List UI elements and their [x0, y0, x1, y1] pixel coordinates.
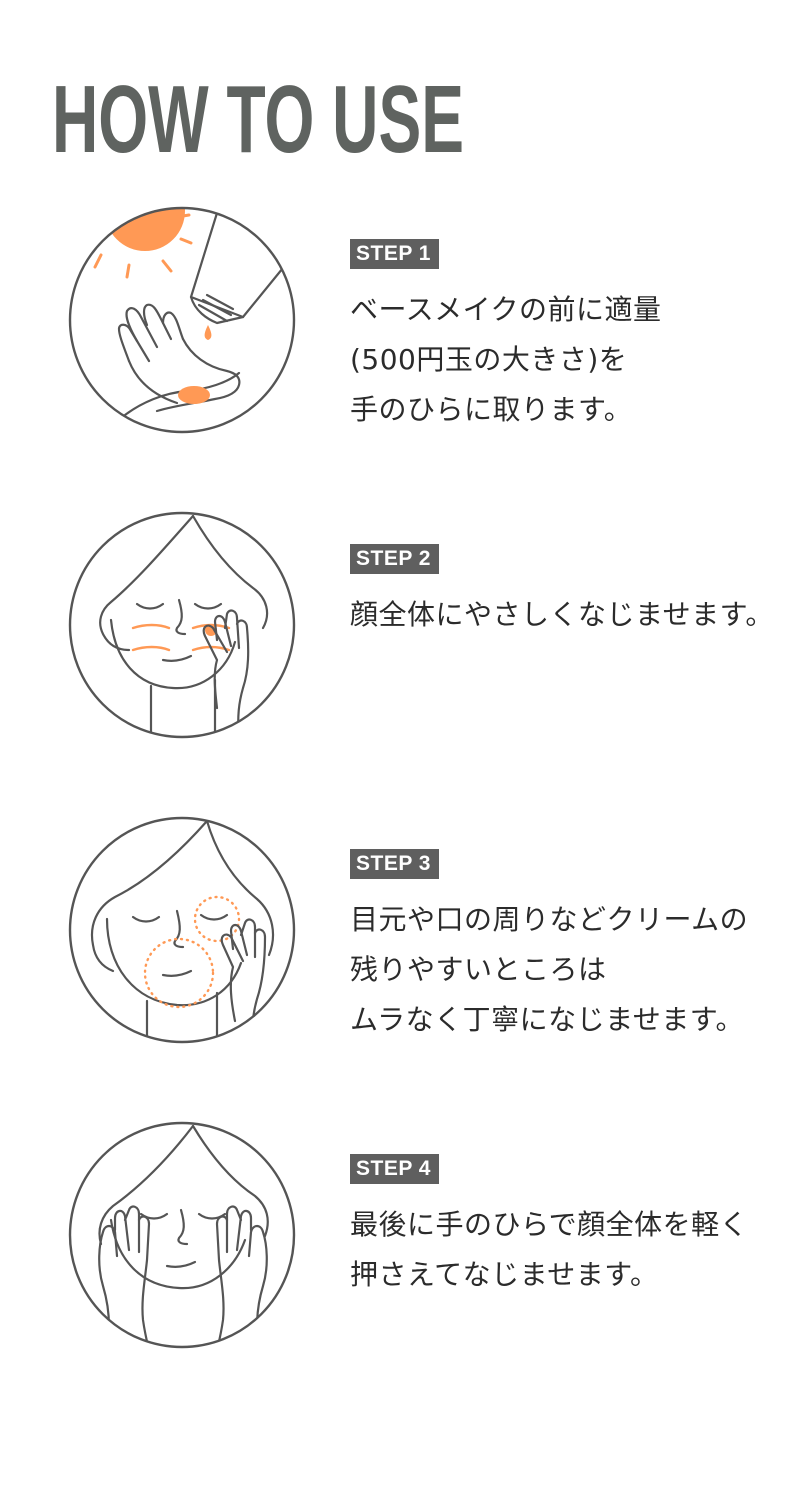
- step-label: STEP 4: [350, 1154, 439, 1184]
- step-label: STEP 2: [350, 544, 439, 574]
- face-eye-mouth-area-icon: [68, 816, 296, 1044]
- step-1: STEP 1 ベースメイクの前に適量 (500円玉の大きさ)を 手のひらに取りま…: [0, 205, 800, 445]
- svg-text:HOW TO USE: HOW TO USE: [52, 66, 464, 168]
- face-press-palms-icon: [68, 1121, 296, 1349]
- step-description: ベースメイクの前に適量 (500円玉の大きさ)を 手のひらに取ります。: [350, 293, 662, 426]
- face-apply-cream-icon: [68, 511, 296, 739]
- step-description: 目元や口の周りなどクリームの 残りやすいところは ムラなく丁寧になじませます。: [350, 903, 749, 1036]
- step-3: STEP 3 目元や口の周りなどクリームの 残りやすいところは ムラなく丁寧にな…: [0, 815, 800, 1055]
- step-2: STEP 2 顔全体にやさしくなじませます。: [0, 510, 800, 750]
- step-label: STEP 3: [350, 849, 439, 879]
- step-description: 顔全体にやさしくなじませます。: [350, 598, 774, 631]
- page-title: HOW TO USE: [52, 66, 464, 168]
- step-4: STEP 4 最後に手のひらで顔全体を軽く 押さえてなじませます。: [0, 1120, 800, 1360]
- step-description: 最後に手のひらで顔全体を軽く 押さえてなじませます。: [350, 1208, 749, 1291]
- hand-with-sunscreen-tube-icon: [68, 206, 296, 434]
- step-label: STEP 1: [350, 239, 439, 269]
